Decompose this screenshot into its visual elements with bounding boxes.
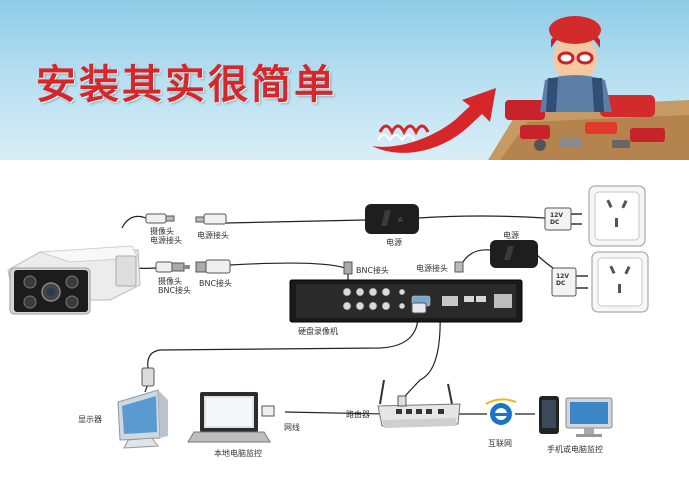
dvr-bnc-label: BNC接头: [356, 265, 389, 275]
svg-text:A: A: [398, 216, 403, 224]
mobile-label: 手机或电脑监控: [547, 444, 603, 454]
bnc-plug-label: BNC接头: [199, 278, 232, 288]
wall-plug-bottom-icon: [551, 267, 588, 297]
rj45-plug-icon: [261, 405, 275, 417]
router-label: 路由器: [346, 409, 370, 419]
router-icon: [377, 379, 461, 428]
monitor-icon: [117, 389, 168, 449]
dvr-bnc-plug-icon: [343, 261, 353, 275]
phone-icon: [539, 396, 559, 434]
dvr-power-label: 电源接头: [416, 263, 448, 273]
banner-title: 安装其实很简单: [36, 62, 337, 108]
red-arrow-icon: [372, 88, 496, 153]
vga-plug-icon: [141, 367, 155, 387]
power-plug-label: 电源接头: [197, 230, 229, 240]
camera-power-plug-icon: [145, 213, 175, 224]
camera-icon: [7, 245, 141, 315]
internet-label: 互联网: [488, 439, 512, 448]
lan-cable-label: 网线: [284, 422, 300, 432]
dvr-label: 硬盘录像机: [298, 326, 338, 336]
power-plug-icon: [195, 213, 227, 225]
desktop-monitor-icon: [565, 397, 613, 437]
local-pc-label: 本地电脑监控: [214, 448, 262, 458]
wires: [121, 215, 557, 415]
camera-power-tail-label: 摄像头电源接头: [150, 226, 182, 245]
camera-bnc-plug-icon: [155, 261, 190, 273]
power-adapter-right-icon: [490, 240, 538, 268]
adapter-right-label: 电源: [503, 230, 519, 240]
power-adapter-icon: A: [365, 204, 419, 234]
vga-connector-icon: [411, 302, 427, 314]
dvr-icon: [289, 279, 523, 323]
adapter-label: 电源: [386, 237, 402, 247]
socket-icon: [588, 185, 646, 247]
dvr-power-plug-icon: [454, 261, 464, 273]
child-photo: [488, 16, 689, 160]
wall-plug-top-icon: [544, 207, 582, 231]
laptop-icon: [187, 392, 271, 443]
monitor-label: 显示器: [78, 415, 102, 424]
internet-explorer-icon: [485, 398, 517, 425]
socket-bottom-icon: [591, 251, 649, 313]
bnc-plug-icon: [195, 259, 231, 274]
